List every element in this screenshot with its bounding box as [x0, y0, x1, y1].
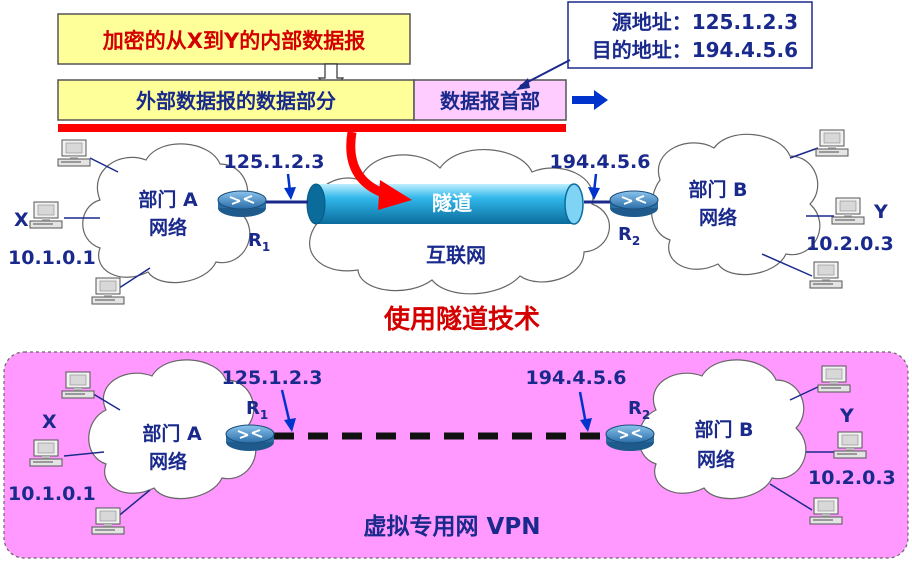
dept-b-label-line2: 网络 [699, 206, 737, 229]
host-y-label: Y [873, 201, 888, 223]
vpn-r2-ip-arrow-icon [580, 418, 592, 432]
vpn-link-host-x [63, 451, 105, 457]
vpn-dept-a-label-line2: 网络 [149, 450, 187, 473]
vpn-link-host-b1 [789, 385, 821, 401]
dest-address-label: 目的地址：194.4.5.6 [592, 38, 798, 62]
router-icon [609, 190, 659, 218]
vpn-r1-ip-pointer [280, 389, 292, 425]
tunnel-left-end [306, 183, 326, 225]
host-x-label: X [14, 209, 29, 231]
inner-datagram-box [57, 13, 411, 65]
direction-arrow-icon [572, 90, 608, 110]
outer-data-label: 外部数据报的数据部分 [136, 89, 336, 113]
top-section: 加密的从X到Y的内部数据报 外部数据报的数据部分 数据报首部 源地址：125.1… [8, 1, 894, 335]
outer-data-box [57, 79, 415, 121]
dept-a-cloud [82, 143, 251, 284]
vpn-host-x-label: X [42, 411, 57, 433]
link-host-b3 [761, 253, 813, 277]
inner-datagram-label: 加密的从X到Y的内部数据报 [102, 29, 365, 53]
r2-ip-label: 194.4.5.6 [550, 151, 651, 173]
vpn-r1-ip-label: 125.1.2.3 [222, 367, 323, 389]
vpn-host-y-label: Y [839, 405, 854, 427]
vpn-router-2-label: R2 [628, 398, 650, 422]
dept-a-label-line1: 部门 A [138, 188, 198, 211]
bottom-section: 部门 A 网络 部门 B 网络 R1 R2 125.1.2.3 194.4.5. [3, 351, 909, 559]
vpn-dept-a-label-line1: 部门 A [142, 422, 202, 445]
tunnel-right-end [564, 183, 584, 225]
vpn-dept-a-cloud [88, 359, 257, 500]
address-callout-box [567, 1, 813, 69]
vpn-r2-ip-pointer [578, 391, 588, 425]
vpn-host-x-ip-label: 10.1.0.1 [8, 483, 96, 505]
router-icon [225, 424, 275, 452]
tunnel-label: 隧道 [432, 191, 472, 215]
host-y-ip-label: 10.2.0.3 [806, 233, 894, 255]
vpn-dept-b-label-line2: 网络 [697, 448, 735, 471]
red-divider-bar [58, 124, 566, 132]
vpn-router-1-label: R1 [246, 398, 268, 422]
vpn-link-host-a3 [115, 489, 151, 519]
computer-icon [833, 431, 867, 459]
computer-icon [29, 201, 63, 229]
link-host-a1 [89, 157, 119, 173]
host-x-ip-label: 10.1.0.1 [8, 247, 96, 269]
vpn-caption: 虚拟专用网 VPN [364, 513, 541, 540]
router-icon [217, 190, 267, 218]
r2-ip-arrow-icon [588, 187, 600, 200]
red-curve-arrowhead-icon [378, 180, 412, 210]
r1-ip-arrow-icon [284, 187, 296, 200]
tunnel-caption: 使用隧道技术 [383, 304, 540, 335]
vpn-r2-ip-label: 194.4.5.6 [526, 367, 627, 389]
vpn-dept-b-label-line1: 部门 B [694, 418, 753, 441]
dept-b-label-line1: 部门 B [688, 178, 747, 201]
outer-header-box [413, 79, 567, 121]
router-icon [605, 424, 655, 452]
tunnel-body [316, 184, 574, 224]
computer-icon [809, 261, 843, 289]
link-host-a3 [115, 267, 151, 291]
dept-a-label-line2: 网络 [149, 216, 187, 239]
computer-icon [815, 129, 849, 157]
internet-label: 互联网 [426, 243, 486, 267]
vpn-link-host-a1 [89, 391, 121, 411]
dept-b-cloud [650, 133, 821, 276]
callout-pointer-arrow-icon [516, 78, 530, 90]
computer-icon [831, 197, 865, 225]
vpn-dept-b-cloud [638, 359, 807, 500]
link-host-b1 [789, 147, 819, 159]
r1-ip-label: 125.1.2.3 [224, 151, 325, 173]
computer-icon [91, 507, 125, 535]
vpn-host-y-ip-label: 10.2.0.3 [808, 467, 896, 489]
router-1-label: R1 [248, 230, 270, 254]
computer-icon [817, 365, 851, 393]
computer-icon [57, 139, 91, 167]
computer-icon [809, 497, 843, 525]
outer-header-label: 数据报首部 [440, 89, 540, 113]
router-2-label: R2 [618, 224, 640, 248]
computer-icon [61, 371, 95, 399]
computer-icon [91, 277, 125, 305]
vpn-link-host-b3 [769, 483, 813, 511]
vpn-r1-ip-arrow-icon [284, 418, 296, 432]
source-address-label: 源地址：125.1.2.3 [612, 10, 798, 34]
computer-icon [29, 439, 63, 467]
